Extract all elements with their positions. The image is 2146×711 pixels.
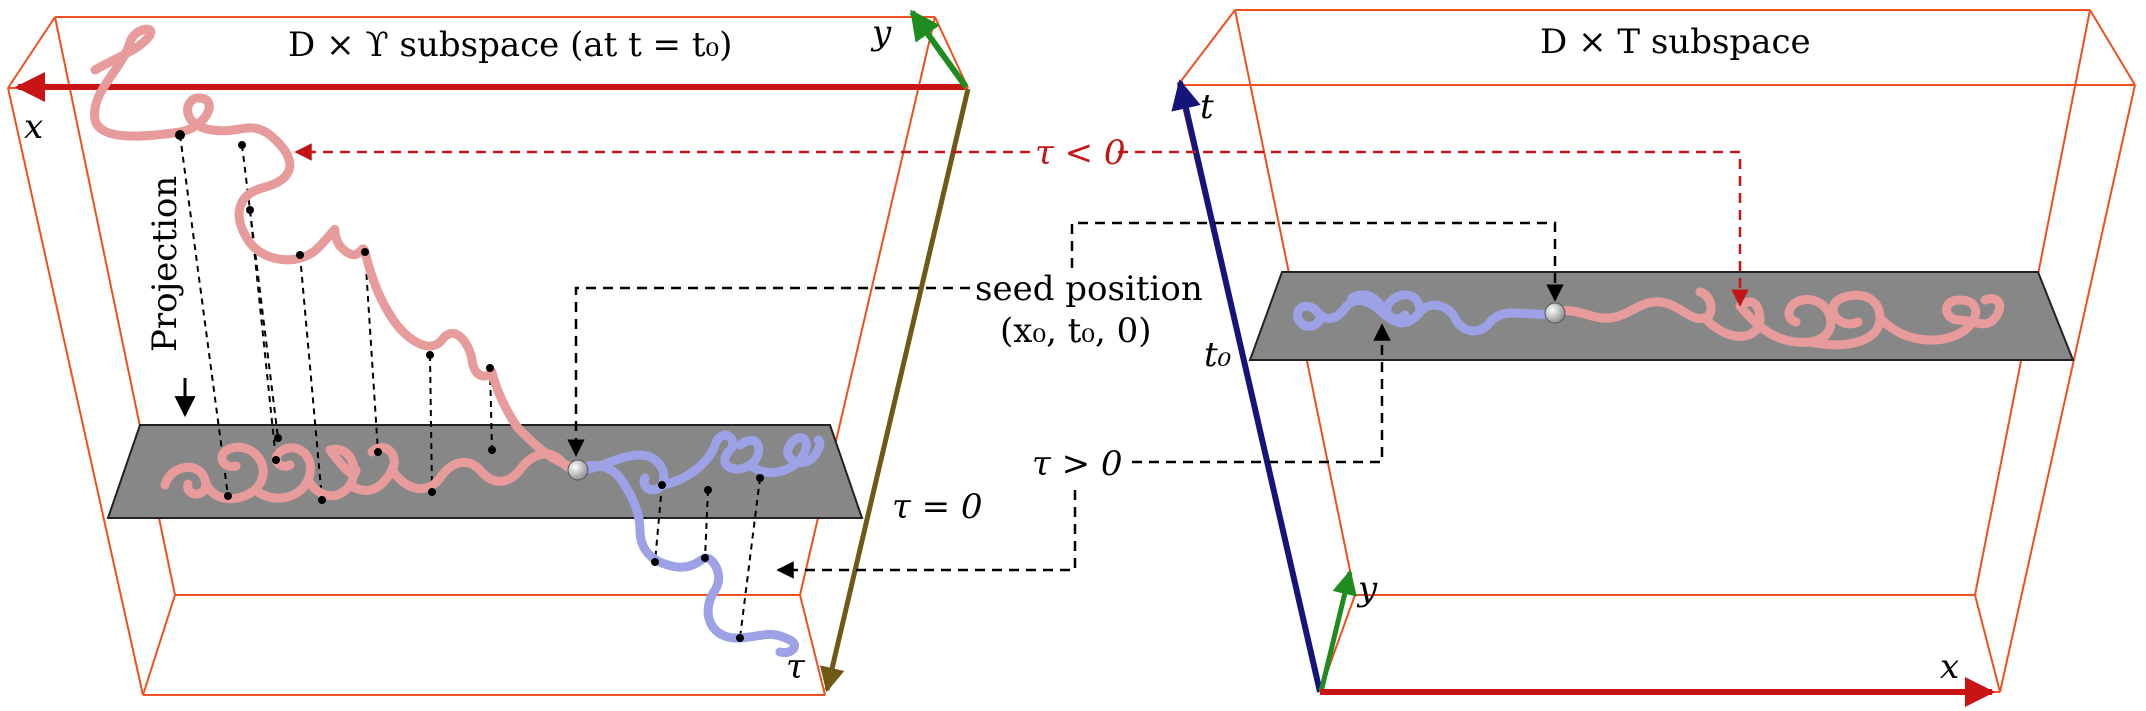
tau-positive-label: τ > 0 (1032, 444, 1123, 484)
right-t-axis (1171, 79, 1323, 693)
left-panel: D × ϒ subspace (at t = t₀) x y τ τ = 0 P… (7, 9, 983, 696)
left-plane-label: τ = 0 (892, 487, 983, 527)
tau-negative-right-arrow (1118, 150, 1749, 307)
right-x-axis-label: x (1940, 647, 1959, 687)
right-seed-point (1544, 302, 1566, 324)
right-plane-label: t₀ (1204, 335, 1232, 375)
right-t-axis-label: t (1200, 87, 1214, 127)
seed-position-label: seed position (975, 269, 1203, 309)
tau-positive-right-arrow (1132, 323, 1391, 464)
left-seed-point (567, 459, 589, 481)
right-panel: D × T subspace t y x t₀ (1171, 9, 2136, 707)
annotations: τ < 0 seed position (x₀, t₀, 0) τ > 0 (294, 133, 1749, 579)
left-title: D × ϒ subspace (at t = t₀) (288, 25, 732, 65)
tau-negative-label: τ < 0 (1035, 133, 1126, 173)
left-pink-projection (160, 442, 583, 504)
seed-to-right-arrow (1070, 221, 1564, 302)
left-tau-axis (819, 88, 971, 693)
left-tau-axis-label: τ (786, 647, 806, 687)
right-pink-curve (1550, 287, 2005, 350)
left-pink-trajectory (90, 24, 583, 475)
right-y-axis (1318, 569, 1357, 693)
left-blue-projection (573, 430, 825, 495)
seed-to-left-arrow (567, 286, 970, 457)
left-y-axis (909, 9, 969, 89)
left-x-axis-label: x (24, 107, 43, 147)
right-blue-curve (1293, 290, 1560, 336)
projection-dots (175, 130, 764, 642)
left-y-axis-label: y (870, 13, 892, 53)
seed-position-coords: (x₀, t₀, 0) (1000, 311, 1152, 351)
left-bounding-box (7, 16, 969, 696)
projection-label: Projection (145, 176, 185, 352)
right-title: D × T subspace (1540, 22, 1811, 62)
tau-positive-left-arrow (776, 490, 1077, 579)
right-y-axis-label: y (1356, 569, 1378, 609)
